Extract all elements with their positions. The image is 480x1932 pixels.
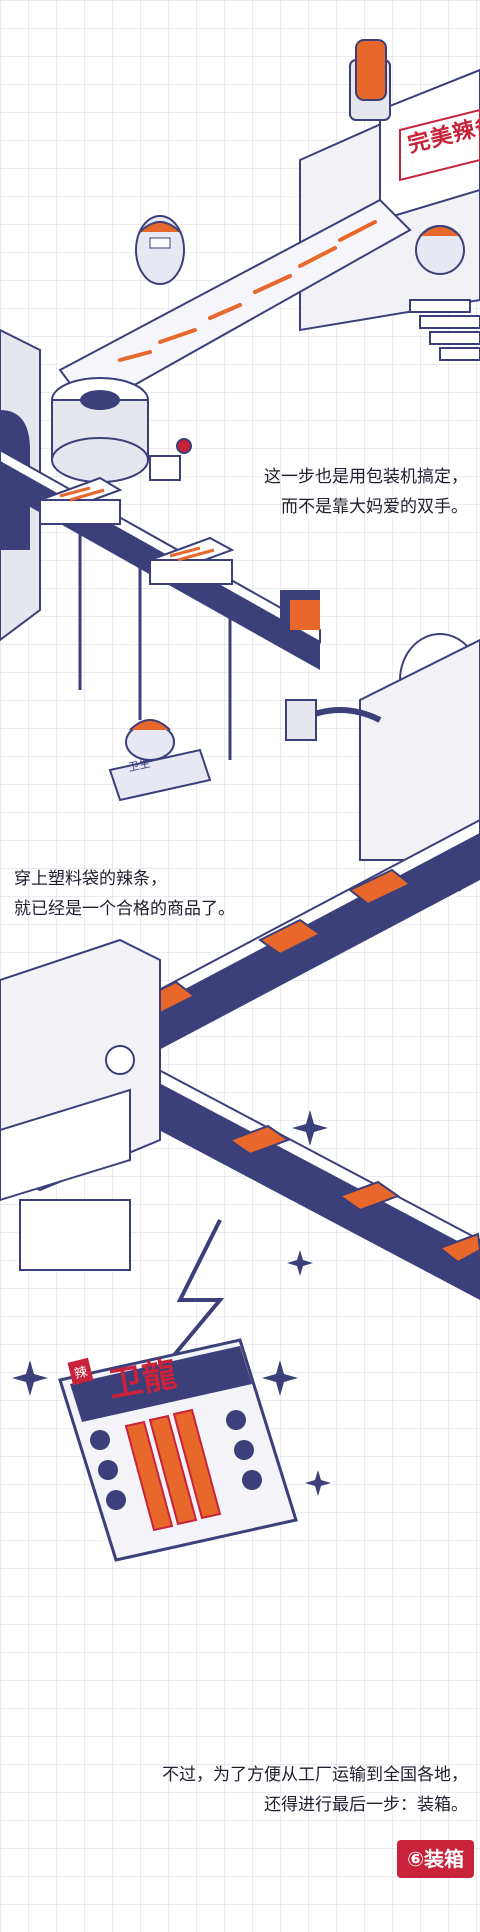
caption-line: 就已经是一个合格的商品了。: [14, 899, 235, 919]
sealing-machine: [0, 938, 161, 1271]
caption-packaging-machine: 这一步也是用包装机搞定， 而不是靠大妈爱的双手。: [264, 462, 468, 522]
worker-figure: [135, 215, 185, 285]
lightning-bolt: [168, 1219, 225, 1362]
caption-line: 不过，为了方便从工厂运输到全国各地，: [162, 1765, 468, 1785]
caption-line: 还得进行最后一步：装箱。: [264, 1795, 468, 1815]
worker-figure: [415, 225, 465, 275]
sparkles: [12, 1110, 331, 1496]
caption-line: 这一步也是用包装机搞定，: [264, 467, 468, 487]
worker-figure: [108, 719, 212, 802]
packaging-machine-top: [299, 39, 480, 361]
caption-transport: 不过，为了方便从工厂运输到全国各地， 还得进行最后一步：装箱。: [162, 1760, 468, 1820]
caption-bagged-product: 穿上塑料袋的辣条， 就已经是一个合格的商品了。: [14, 864, 235, 924]
dispenser-cylinder: [51, 377, 192, 483]
upper-conveyor: [0, 448, 321, 760]
caption-line: 穿上塑料袋的辣条，: [14, 869, 167, 889]
lower-conveyor: [138, 818, 480, 1300]
step-badge: ⑥装箱: [397, 1840, 474, 1878]
snack-package: [58, 1338, 298, 1562]
caption-line: 而不是靠大妈爱的双手。: [281, 497, 468, 517]
